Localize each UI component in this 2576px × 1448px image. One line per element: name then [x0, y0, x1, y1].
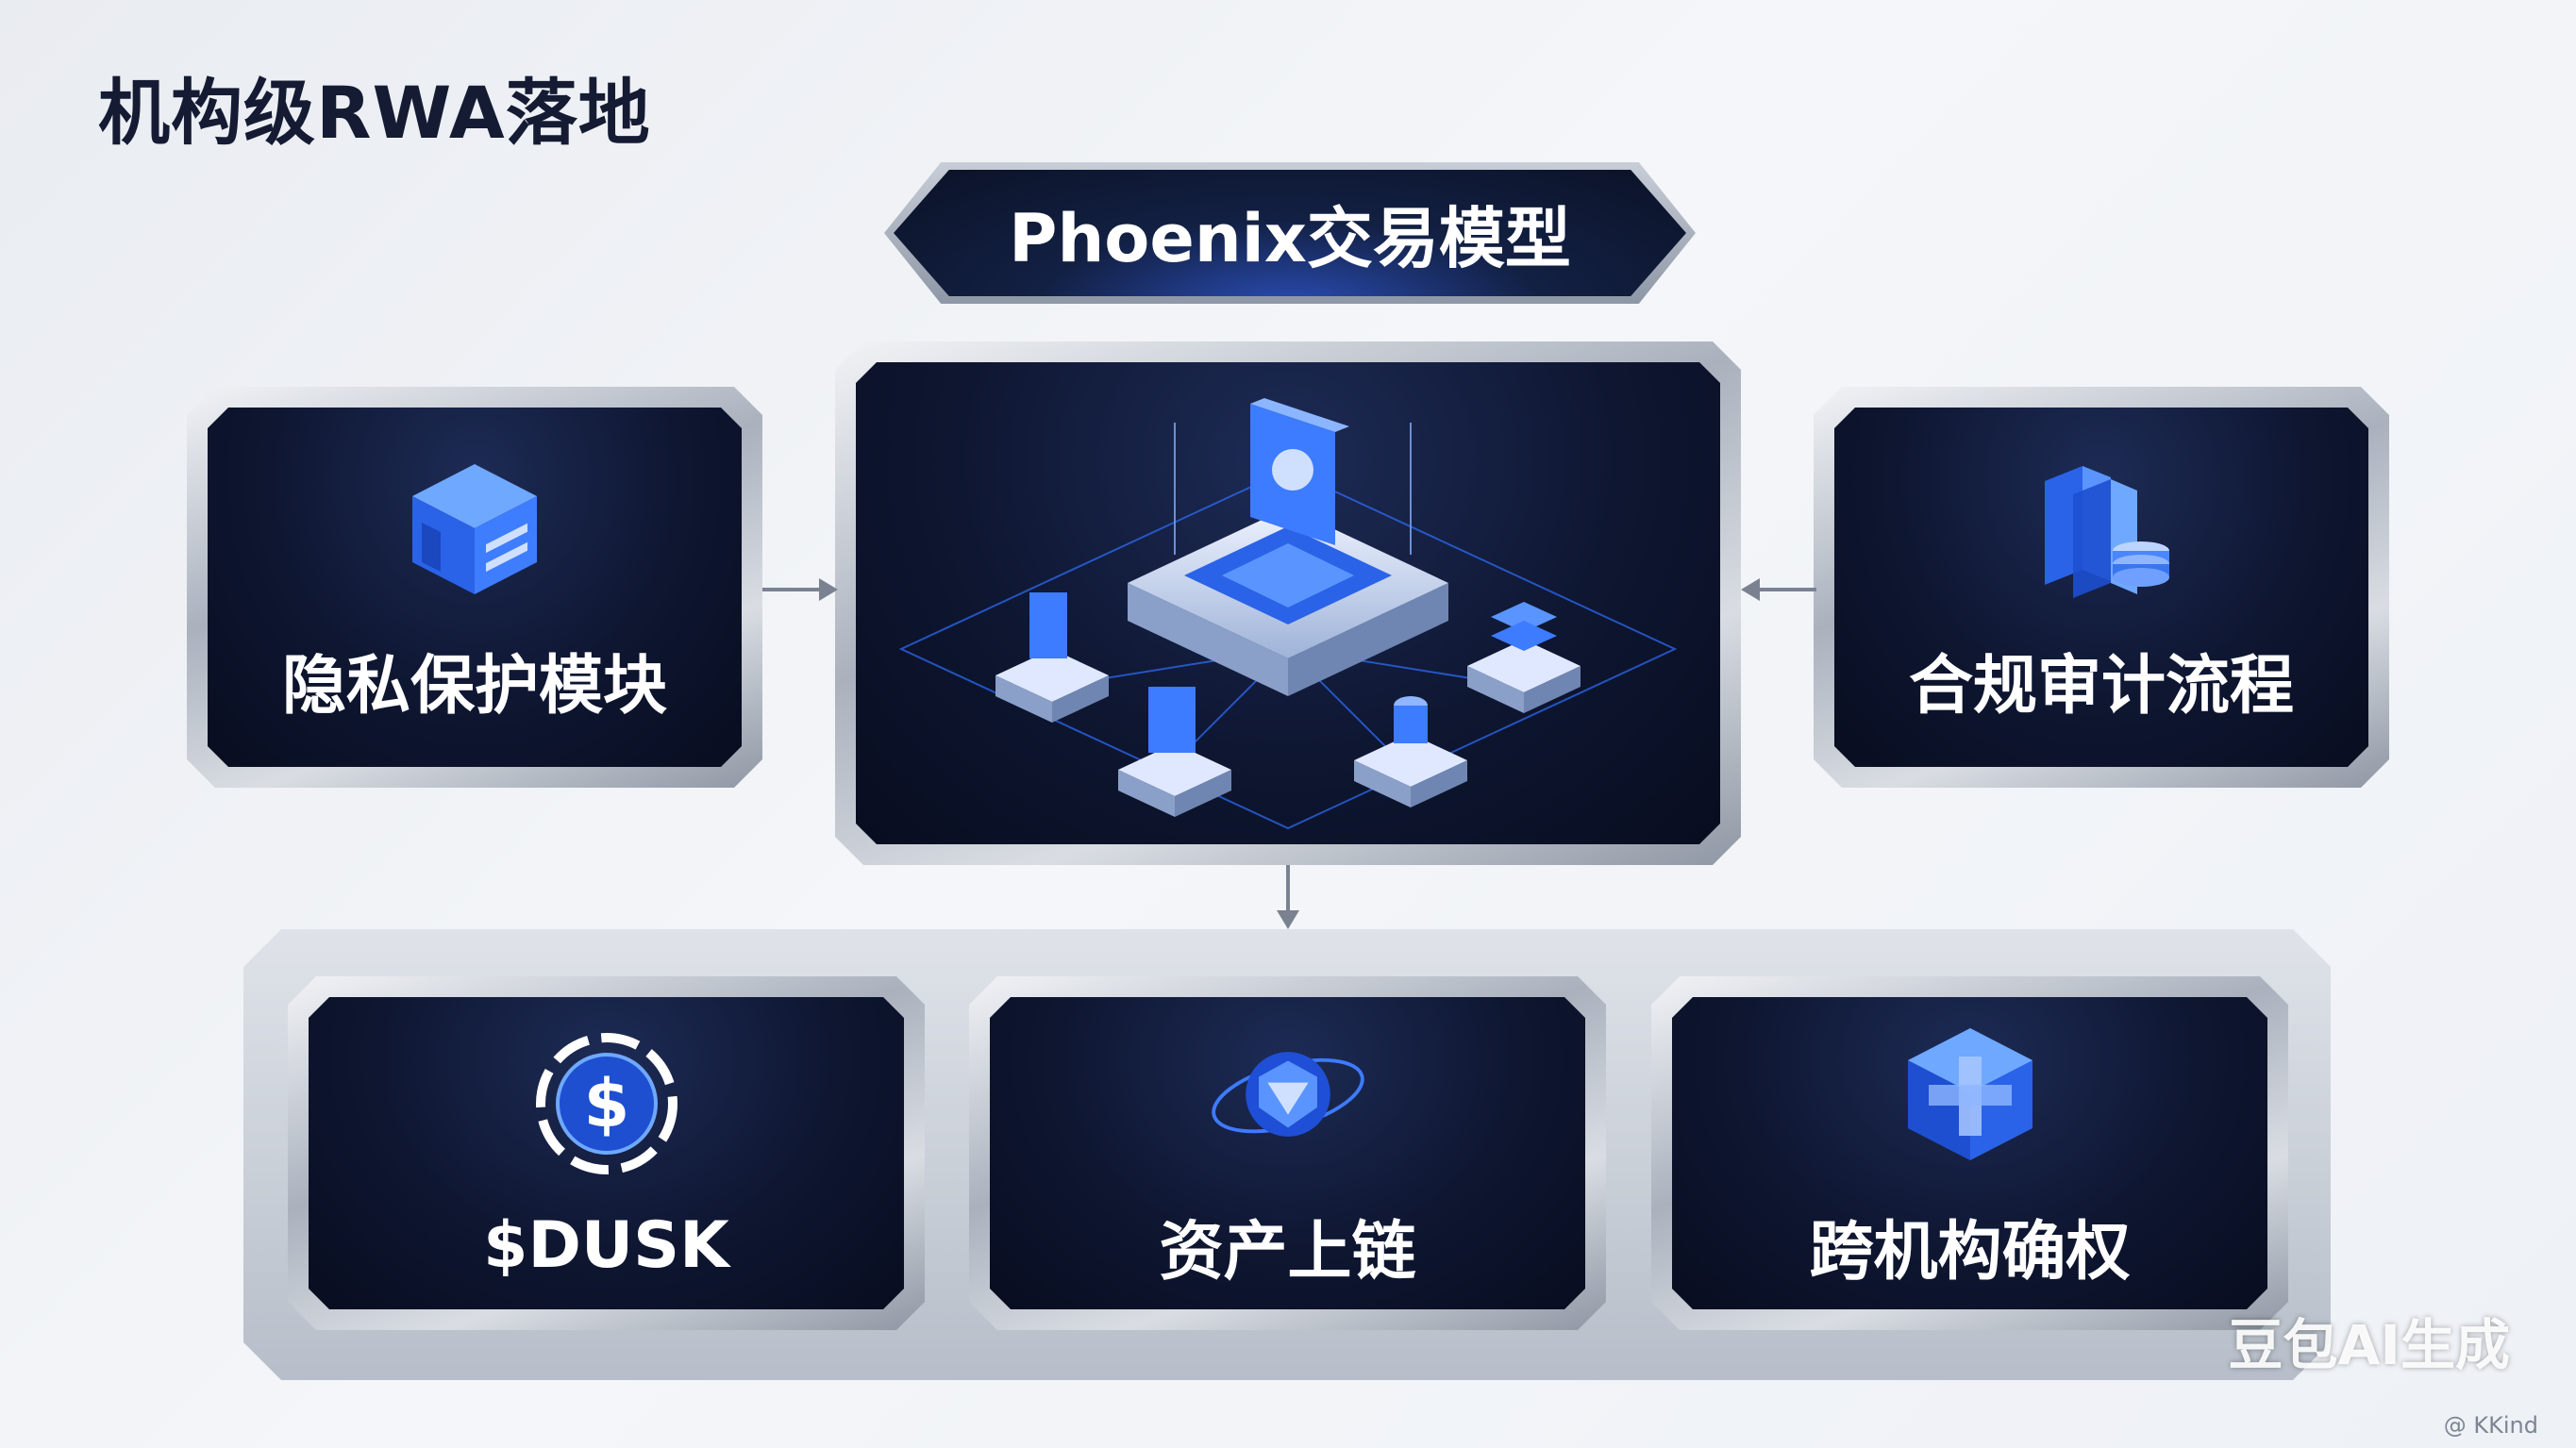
cross-cube-icon — [1890, 1014, 2050, 1174]
credit-text: @ KKind — [2443, 1412, 2538, 1439]
dusk-card-label: $DUSK — [483, 1208, 729, 1283]
svg-text:$: $ — [583, 1065, 629, 1142]
dollar-coin-icon: $ — [527, 1024, 687, 1184]
compliance-card-label: 合规审计流程 — [1908, 649, 2294, 724]
shield-orbit-icon — [1208, 1014, 1368, 1174]
phoenix-model-card — [835, 341, 1741, 865]
privacy-card: 隐私保护模块 — [187, 387, 762, 788]
document-stack-icon — [2021, 448, 2182, 608]
asset-onchain-card: 资产上链 — [969, 976, 1606, 1330]
watermark: 豆包AI生成 — [2228, 1313, 2510, 1377]
arrow-left-to-center-icon — [762, 578, 838, 601]
network-platform-icon — [863, 366, 1713, 841]
cross-institution-card: 跨机构确权 — [1651, 976, 2288, 1330]
cross-institution-card-label: 跨机构确权 — [1809, 1215, 2131, 1290]
page-title: 机构级RWA落地 — [98, 71, 651, 155]
dusk-card: $ $DUSK — [288, 976, 925, 1330]
privacy-card-label: 隐私保护模块 — [281, 649, 667, 724]
arrow-down-icon — [1277, 865, 1299, 929]
asset-onchain-card-label: 资产上链 — [1159, 1215, 1416, 1290]
phoenix-banner: Phoenix交易模型 — [894, 170, 1686, 296]
arrow-right-to-center-icon — [1741, 578, 1816, 601]
compliance-card: 合规审计流程 — [1814, 387, 2389, 788]
cube-icon — [394, 448, 555, 608]
